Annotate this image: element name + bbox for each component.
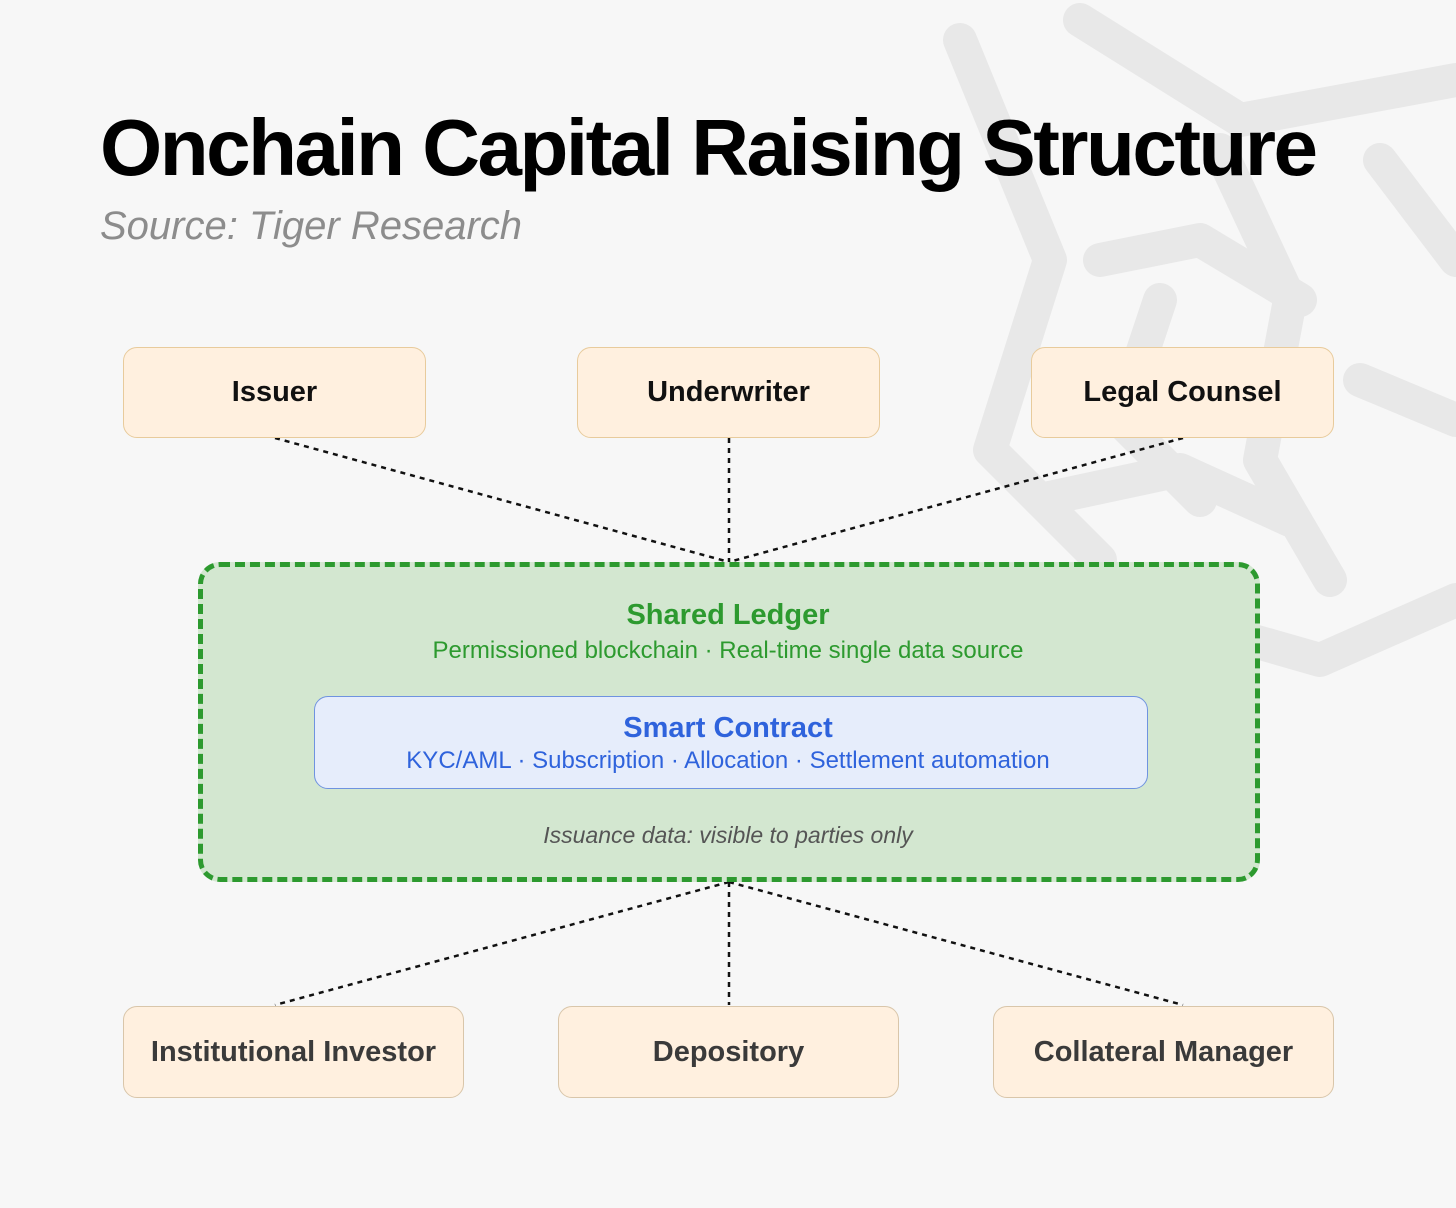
party-collateral-manager: Collateral Manager — [993, 1006, 1334, 1098]
shared-ledger-title: Shared Ledger — [626, 599, 830, 631]
party-issuer: Issuer — [123, 347, 426, 438]
smart-contract-box — [314, 696, 1148, 789]
connector-issuer — [274, 436, 730, 564]
party-institutional-investor: Institutional Investor — [123, 1006, 464, 1098]
source-subtitle: Source: Tiger Research — [100, 204, 523, 248]
party-underwriter: Underwriter — [577, 347, 880, 438]
smart-contract-subtitle: KYC/AML · Subscription · Allocation · Se… — [406, 747, 1050, 774]
connector-legal-counsel — [728, 436, 1184, 564]
party-legal-counsel: Legal Counsel — [1031, 347, 1334, 438]
party-depository: Depository — [558, 1006, 899, 1098]
connector-collateral-manager — [728, 880, 1184, 1007]
shared-ledger-subtitle: Permissioned blockchain · Real-time sing… — [432, 637, 1024, 664]
page-title: Onchain Capital Raising Structure — [100, 103, 1318, 192]
connector-institutional-investor — [274, 880, 730, 1007]
smart-contract-title: Smart Contract — [623, 712, 833, 744]
ledger-visibility-note: Issuance data: visible to parties only — [543, 822, 913, 848]
